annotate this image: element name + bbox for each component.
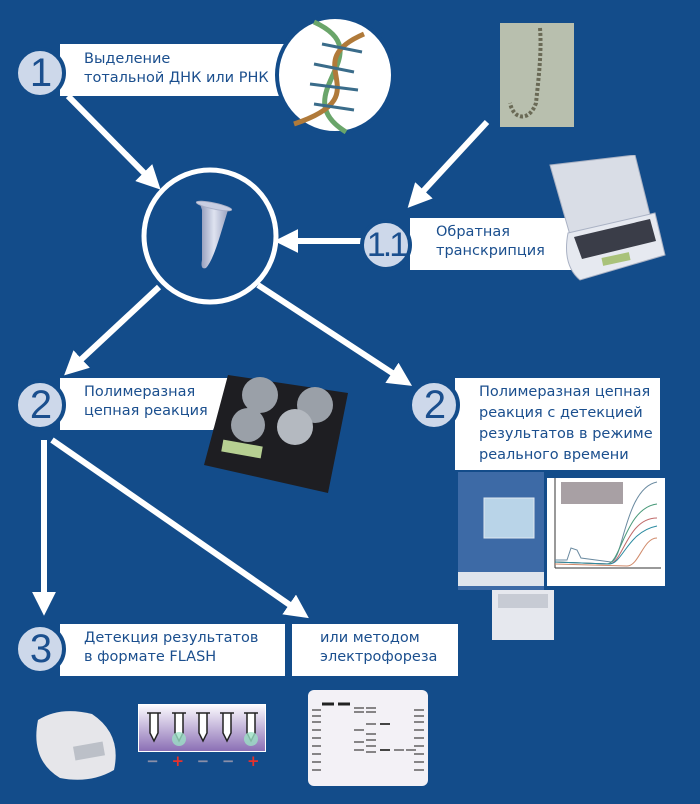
- arrow-rna-to-step11: [407, 119, 490, 208]
- arrow-step1-to-tube: [65, 93, 161, 190]
- step-2-pcr-badge: 2: [14, 379, 66, 431]
- realtime-pcr-instrument-image: [458, 472, 554, 640]
- step-3-line-2: в формате FLASH: [84, 649, 217, 665]
- tube-icon: [147, 712, 161, 743]
- step-1-1-label: Обратная транскрипция: [410, 218, 585, 270]
- step-2-rt-line-1: Полимеразная цепная: [479, 384, 651, 400]
- fluorescence-glow-icon: [172, 732, 186, 746]
- step-1-line-2: тотальной ДНК или РНК: [84, 70, 269, 86]
- result-negative: −: [146, 752, 159, 770]
- arrow-pcr-to-gel: [50, 437, 309, 619]
- step-3-label: Детекция результатов в формате FLASH: [60, 624, 285, 676]
- tube-icon: [220, 712, 234, 743]
- flash-results-row: − + − − +: [140, 752, 266, 770]
- result-negative: −: [196, 752, 210, 770]
- microcentrifuge-tube-icon: [195, 200, 233, 269]
- step-3-badge: 3: [14, 623, 66, 675]
- result-positive: +: [247, 752, 260, 770]
- step-2-pcr-line-1: Полимеразная: [84, 384, 196, 400]
- pcr-thermocycler-image: [204, 375, 348, 493]
- step-2-pcr-line-2: цепная реакция: [84, 403, 208, 419]
- step-2-pcr-label: Полимеразная цепная реакция: [60, 378, 240, 430]
- flash-tubes: [147, 712, 258, 746]
- thermostat-incubator-image: [549, 155, 666, 281]
- step-2-rt-label: Полимеразная цепная реакция с детекцией …: [455, 378, 660, 470]
- step-3-line-1: Детекция результатов: [84, 630, 259, 646]
- flash-detector-image: [36, 711, 116, 780]
- step-2-rt-badge: 2: [408, 379, 460, 431]
- step-3-alt-line-1: или методом: [320, 630, 420, 646]
- amplification-curves-chart: [547, 478, 665, 586]
- rna-micrograph-image: [500, 23, 574, 127]
- step-3-alt-line-2: электрофореза: [320, 649, 438, 665]
- result-negative: −: [221, 752, 235, 770]
- electrophoresis-gel-image: [308, 690, 428, 786]
- result-positive: +: [171, 752, 185, 770]
- step-1-1-line-1: Обратная: [436, 224, 510, 240]
- step-1-1-line-2: транскрипция: [436, 243, 545, 259]
- step-3-alt-label: или методом электрофореза: [288, 624, 458, 676]
- step-2-rt-line-3: результатов в режиме: [479, 426, 653, 442]
- fluorescence-glow-icon: [244, 732, 258, 746]
- flash-tubes-panel: [138, 704, 266, 752]
- arrow-tube-to-realtime: [256, 282, 413, 386]
- tube-icon: [196, 712, 210, 743]
- step-1-line-1: Выделение: [84, 51, 171, 67]
- step-1-badge: 1: [14, 47, 66, 99]
- step-2-rt-line-4: реального времени: [479, 447, 629, 463]
- step-1-label: Выделение тотальной ДНК или РНК: [60, 44, 285, 96]
- dna-helix-image: [275, 15, 395, 135]
- step-2-rt-line-2: реакция с детекцией: [479, 405, 643, 421]
- arrow-tube-to-pcr: [64, 284, 162, 376]
- step-1-1-badge: 1.1: [360, 219, 412, 271]
